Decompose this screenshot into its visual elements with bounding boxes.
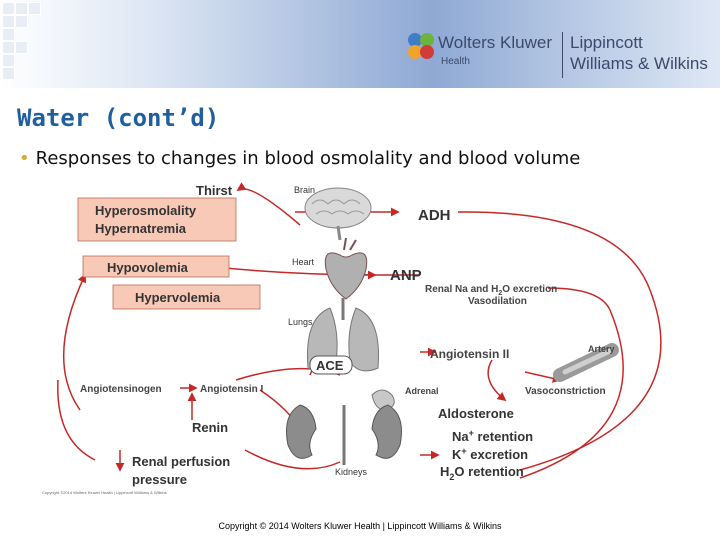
brand-sub: Health [441,56,470,67]
hypervolemia-box [112,284,261,310]
label-hypervolemia: Hypervolemia [135,290,221,305]
label-k-excretion: K+ excretion [452,446,528,462]
label-ace: ACE [316,358,344,373]
adrenal-illustration [371,389,395,411]
label-h2o-retention: H2O retention [440,464,524,482]
hyperosmolality-box [77,197,237,242]
label-na-retention: Na+ retention [452,428,533,444]
label-adh: ADH [418,207,451,224]
figure-copyright: Copyright ©2014 Wolters Kluwer Health | … [42,490,167,495]
lungs-illustration [306,298,380,372]
label-lungs: Lungs [288,317,313,327]
label-angiotensin-ii: Angiotensin II [430,347,509,361]
ace-box [309,355,353,375]
label-artery: Artery [588,344,615,354]
artery-illustration [553,343,619,382]
label-vasodilation: Vasodilation [468,296,527,307]
water-regulation-diagram: Thirst Brain Hyperosmolality Hypernatrem… [57,182,662,487]
feedback-arrows [57,182,662,479]
label-brain: Brain [294,185,315,195]
brain-illustration [304,187,372,241]
footer-copyright: Copyright © 2014 Wolters Kluwer Health |… [218,521,502,531]
brand-main: Wolters Kluwer [438,33,552,52]
label-hyperosmolality: Hyperosmolality [95,203,197,218]
decorative-squares [0,0,60,88]
brand-lww-line2: Williams & Wilkins [570,54,708,73]
label-aldosterone: Aldosterone [438,406,514,421]
label-renal-perfusion: Renal perfusion [132,454,230,469]
slide-title: Water (cont’d) [17,104,220,132]
label-renal-na-h2o: Renal Na and H2O excretion [425,284,557,297]
publisher-logo: Wolters Kluwer Health Lippincott William… [404,30,720,82]
label-kidneys: Kidneys [335,467,368,477]
label-heart: Heart [292,257,315,267]
kidneys-illustration [286,404,402,465]
wk-logo-icon [408,33,434,59]
label-angiotensin-i: Angiotensin I [200,384,264,395]
bullet-item: •Responses to changes in blood osmolalit… [19,148,580,169]
bullet-text: Responses to changes in blood osmolality… [35,148,581,169]
hypovolemia-box [82,255,230,278]
label-adrenal: Adrenal [405,386,439,396]
bullet-dot-icon: • [19,148,30,169]
brand-lww-line1: Lippincott [570,33,643,52]
label-renin: Renin [192,420,228,435]
label-hypernatremia: Hypernatremia [95,221,187,236]
label-vasoconstriction: Vasoconstriction [525,386,606,397]
heart-illustration [324,237,368,300]
logo-divider [562,32,563,78]
label-anp: ANP [390,267,422,284]
label-hypovolemia: Hypovolemia [107,260,189,275]
label-angiotensinogen: Angiotensinogen [80,384,162,395]
label-thirst: Thirst [196,183,233,198]
header-band: Wolters Kluwer Health Lippincott William… [0,0,720,88]
label-pressure: pressure [132,472,187,487]
